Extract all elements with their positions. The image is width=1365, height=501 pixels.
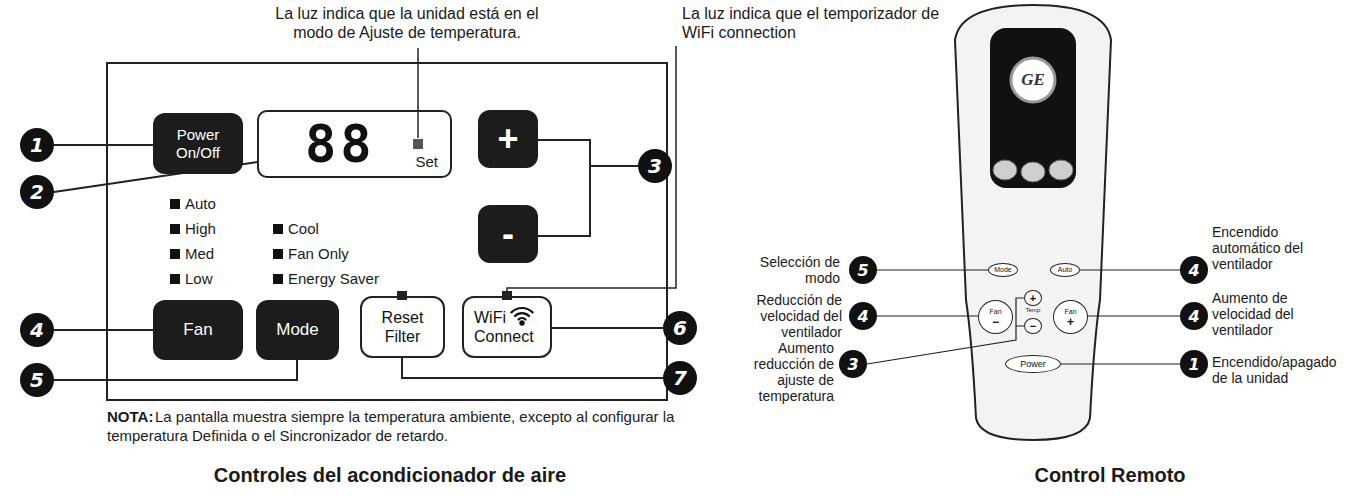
leader-line	[54, 360, 297, 380]
callout-number: 6	[663, 311, 697, 345]
callout-number: 4	[20, 313, 54, 347]
remote-body	[955, 5, 1111, 440]
button-text: Mode	[276, 321, 319, 339]
leader-line	[867, 298, 1024, 364]
indicator-label: Auto	[170, 194, 216, 214]
remote-auto-button: Auto	[1050, 263, 1080, 277]
control-panel	[107, 63, 667, 400]
logo-ring	[1011, 58, 1055, 102]
annotation: La luz indica que el temporizador de WiF…	[682, 4, 972, 42]
leader-line	[54, 144, 153, 146]
leader-line	[877, 315, 978, 316]
remote-fan-down: Fan−	[978, 300, 1013, 334]
remote-key	[1021, 162, 1045, 182]
wifi-arc	[515, 313, 529, 316]
button-text: -	[502, 216, 514, 252]
mode-button: Mode	[256, 300, 339, 360]
logo-text: GE	[1013, 69, 1053, 91]
callout-number: 4	[849, 302, 877, 330]
indicator-label: High	[170, 219, 216, 239]
remote-key	[1049, 160, 1073, 180]
remote-screen	[990, 28, 1076, 188]
remote-label: Reducción de velocidad del ventilador	[730, 292, 842, 340]
panel-lines	[54, 46, 676, 400]
button-text: 88	[305, 116, 376, 172]
callout-number: 1	[1180, 350, 1208, 378]
remote-leaders	[867, 270, 1180, 364]
remote-mode-button: Mode	[988, 263, 1018, 277]
callout-number: 3	[839, 350, 867, 378]
wifi-arc	[519, 318, 526, 319]
leader-line	[54, 329, 153, 331]
button-text: +	[1030, 293, 1036, 304]
callout-number: 1	[20, 128, 54, 162]
note-heading: NOTA:	[107, 407, 153, 426]
button-text: Fan	[183, 321, 212, 339]
temperature-display: 88Set	[257, 110, 452, 178]
button-text: Reset Filter	[370, 308, 436, 346]
indicator-label: Low	[170, 269, 213, 289]
button-text: −	[1030, 321, 1036, 332]
remote-label: Temp	[1016, 306, 1050, 314]
button-text: Set	[415, 153, 438, 170]
indicator-label: Med	[170, 244, 214, 264]
annotation: La luz indica que la unidad está en el m…	[262, 4, 552, 42]
note-text: La pantalla muestra siempre la temperatu…	[107, 407, 677, 445]
button-text: Auto	[1058, 266, 1072, 274]
leader-line	[1088, 315, 1180, 316]
power-button: Power On/Off	[153, 113, 243, 174]
remote-label: Aumento reducción de ajuste de temperatu…	[748, 340, 834, 404]
remote-fan-up: Fan+	[1053, 300, 1088, 334]
plus-button: +	[478, 110, 538, 168]
caption: Control Remoto	[960, 463, 1260, 487]
button-text: Power	[1020, 359, 1046, 369]
remote-temp-up: +	[1024, 290, 1042, 306]
leader-line	[1080, 269, 1180, 270]
button-text: Fan	[1064, 307, 1076, 316]
remote-label: Aumento de velocidad del ventilador	[1212, 290, 1324, 338]
callout-number: 4	[1180, 302, 1208, 330]
callout-number: 7	[663, 361, 697, 395]
leader-line	[402, 358, 663, 378]
callout-number: 4	[1180, 256, 1208, 284]
remote-key	[993, 160, 1017, 180]
leader-line	[417, 48, 419, 138]
wifi-button: WiFi Connect	[462, 296, 552, 358]
button-text: Fan	[989, 307, 1001, 316]
caption: Controles del acondicionador de aire	[190, 463, 590, 487]
remote-label: Encendido/apagado de la unidad	[1212, 354, 1352, 386]
button-text: Mode	[994, 266, 1012, 274]
indicator-label: Fan Only	[273, 244, 349, 264]
bracket	[538, 140, 638, 236]
button-text: −	[992, 316, 999, 328]
callout-number: 5	[20, 363, 54, 397]
leader-line	[1061, 363, 1180, 364]
remote-power-button: Power	[1005, 355, 1061, 373]
wifi-icon	[511, 308, 532, 325]
callout-number: 3	[638, 149, 672, 183]
callout-number: 5	[849, 256, 877, 284]
button-text: +	[1067, 316, 1074, 328]
button-text: Power On/Off	[166, 126, 230, 162]
indicator-label: Energy Saver	[273, 269, 379, 289]
leader-line	[877, 269, 988, 270]
set-indicator	[413, 139, 423, 149]
remote-label: Selección de modo	[740, 254, 840, 286]
reset-filter-button: Reset Filter	[360, 296, 445, 358]
fan-button: Fan	[153, 300, 243, 360]
leader-line	[552, 327, 663, 329]
remote-temp-down: −	[1024, 318, 1042, 334]
remote-label: Encendido automático del ventilador	[1212, 224, 1324, 272]
wifi-arc	[511, 308, 532, 312]
wifi-dot	[520, 321, 523, 324]
minus-button: -	[478, 205, 538, 263]
button-text: +	[497, 121, 518, 157]
indicator-label: Cool	[273, 219, 319, 239]
callout-number: 2	[20, 175, 54, 209]
button-text: WiFi Connect	[474, 308, 540, 346]
